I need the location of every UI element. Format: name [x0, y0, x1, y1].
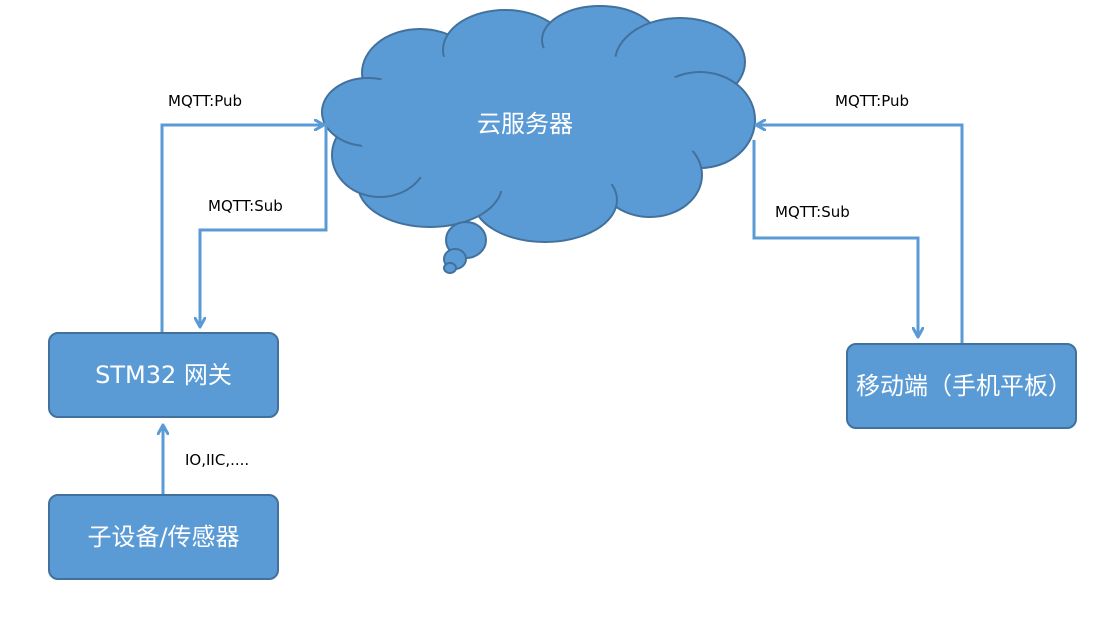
sensor-link-label: IO,IIC,....	[185, 451, 250, 469]
mobile-sub-label: MQTT:Sub	[775, 203, 850, 221]
mobile-sub-arrow	[752, 140, 918, 336]
gateway-label: STM32 网关	[95, 361, 232, 389]
gateway-sub-label: MQTT:Sub	[208, 197, 283, 215]
cloud-bubble-small	[443, 262, 457, 274]
mobile-node: 移动端（手机平板）	[846, 343, 1077, 429]
cloud-shape	[321, 5, 756, 274]
mobile-pub-arrow	[757, 125, 964, 343]
gateway-sub-arrow	[200, 120, 328, 326]
cloud-server-label: 云服务器	[477, 110, 573, 138]
mobile-pub-label: MQTT:Pub	[835, 92, 910, 110]
sensor-label: 子设备/传感器	[87, 523, 240, 551]
gateway-node: STM32 网关	[48, 332, 279, 418]
sensor-node: 子设备/传感器	[48, 494, 279, 580]
mobile-label: 移动端（手机平板）	[856, 372, 1072, 400]
gateway-pub-arrow	[160, 125, 323, 332]
gateway-pub-label: MQTT:Pub	[168, 92, 243, 110]
